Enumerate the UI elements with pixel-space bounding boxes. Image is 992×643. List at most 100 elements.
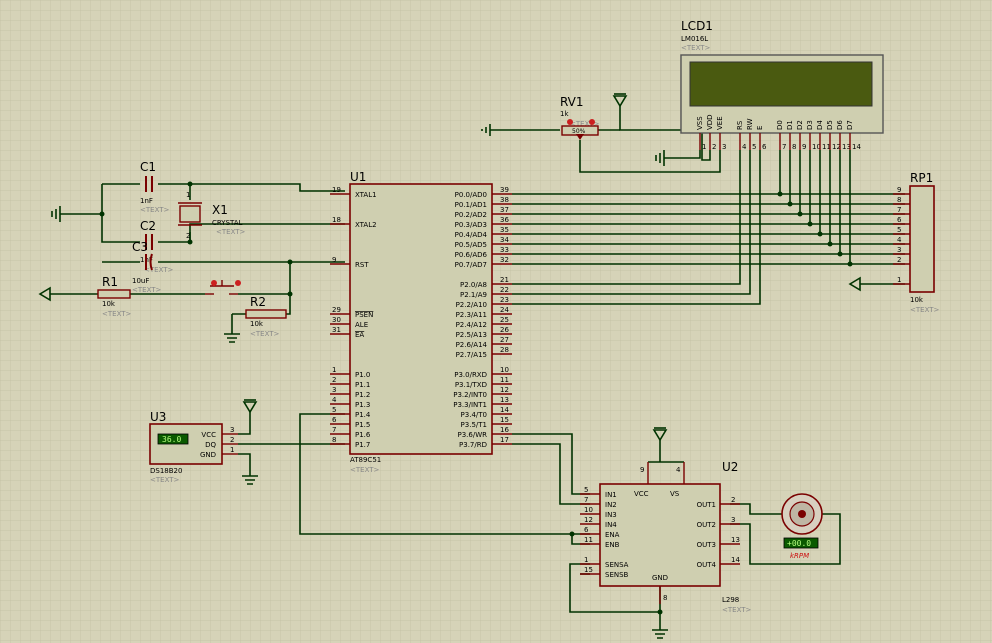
u1-pin-number: 25 (500, 316, 509, 324)
c2-ref: C2 (140, 219, 156, 233)
u1-pin-name: P3.5/T1 (461, 421, 487, 429)
x1-component[interactable]: 1 2 X1 CRYSTAL <TEXT> (178, 191, 246, 240)
u3-pin-name: GND (200, 451, 216, 459)
u2-pin-number: 4 (676, 466, 681, 474)
r1-component[interactable]: R1 10k <TEXT> (97, 275, 132, 318)
u1-pin-number: 19 (332, 186, 341, 194)
c1-text-placeholder: <TEXT> (140, 206, 170, 214)
lcd1-pin-name: D7 (846, 120, 854, 130)
rv1-ref: RV1 (560, 95, 584, 109)
lcd1-pin-name: D6 (836, 120, 844, 130)
rv1-decrement-button[interactable] (567, 119, 573, 125)
x1-ref: X1 (212, 203, 228, 217)
x1-pin-label: 2 (186, 232, 190, 240)
lcd1-pin-name: D2 (796, 120, 804, 130)
u1-pin-number: 26 (500, 326, 509, 334)
u1-body (349, 183, 493, 455)
r2-value: 10k (250, 320, 264, 328)
u1-pin-number: 37 (500, 206, 509, 214)
rp1-body (909, 185, 935, 293)
u2-pin-name: OUT1 (697, 501, 716, 509)
u1-pin-number: 36 (500, 216, 509, 224)
rv1-increment-button[interactable] (589, 119, 595, 125)
lcd1-pin-name: RW (746, 118, 754, 130)
c1-component[interactable]: C1 1nF <TEXT> (140, 160, 170, 214)
u1-pin-name: EA (355, 331, 364, 339)
reset-pushbutton[interactable] (205, 280, 241, 295)
r2-text-placeholder: <TEXT> (250, 330, 280, 338)
r2-component[interactable]: R2 10k <TEXT> (245, 295, 287, 338)
u1-pin-name: P2.6/A14 (456, 341, 488, 349)
motor-readout: +00.0 (787, 539, 811, 548)
c3-text-placeholder: <TEXT> (132, 286, 162, 294)
u1-pin-number: 29 (332, 306, 341, 314)
u1-pin-name: P2.1/A9 (460, 291, 487, 299)
u2-pin-name: OUT2 (697, 521, 716, 529)
lcd1-pin-name: D5 (826, 120, 834, 130)
u2-pin-name: IN2 (605, 501, 617, 509)
lcd1-pin-name: D3 (806, 120, 814, 130)
lcd1-component[interactable]: LCD1 LM016L <TEXT> 1VSS2VDD3VEE4RS5RW6E7… (680, 19, 884, 151)
lcd1-part: LM016L (681, 35, 708, 43)
lcd1-pin-number: 5 (752, 143, 756, 151)
lcd1-pin-name: RS (736, 120, 744, 130)
c2-text-placeholder: <TEXT> (144, 266, 174, 274)
u2-pin-name: ENA (605, 531, 620, 539)
u3-text-placeholder: <TEXT> (150, 476, 180, 484)
u1-pin-number: 4 (332, 396, 337, 404)
x1-body (179, 205, 201, 223)
r1-body (97, 289, 131, 299)
lcd1-screen (689, 61, 873, 107)
u2-pin-name: IN3 (605, 511, 617, 519)
u2-pin-number: 3 (731, 516, 735, 524)
u1-pin-name: P1.2 (355, 391, 370, 399)
u2-pin-number: 6 (584, 526, 589, 534)
dc-motor-component[interactable]: +00.0 kRPM (781, 493, 823, 560)
x1-text-placeholder: <TEXT> (216, 228, 246, 236)
lcd1-pin-group: 1VSS2VDD3VEE4RS5RW6E7D08D19D210D311D412D… (696, 114, 861, 151)
rp1-pin-number: 7 (897, 206, 901, 214)
u1-pin-number: 13 (500, 396, 509, 404)
u1-left-pin-group: 19XTAL118XTAL29RST29PSEN30ALE31EA1P1.02P… (330, 186, 377, 449)
u1-pin-number: 1 (332, 366, 336, 374)
u1-pin-name: RST (355, 261, 369, 269)
u1-pin-name: P1.3 (355, 401, 370, 409)
u1-part: AT89C51 (350, 456, 381, 464)
u1-pin-number: 28 (500, 346, 509, 354)
u1-pin-name: P0.7/AD7 (455, 261, 487, 269)
motor-readout-display (783, 537, 819, 549)
u2-pin-number: 8 (663, 594, 667, 602)
u1-pin-number: 38 (500, 196, 509, 204)
u1-component[interactable]: U1 19XTAL118XTAL29RST29PSEN30ALE31EA1P1.… (330, 170, 512, 474)
u1-pin-name: P1.5 (355, 421, 370, 429)
u2-component[interactable]: U2 9VCC4VS5IN17IN210IN312IN46ENA11ENB1SE… (580, 460, 752, 614)
u2-pin-number: 5 (584, 486, 588, 494)
rv1-component[interactable]: RV1 1k <TEXT> 50% (560, 95, 600, 140)
rp1-pin-number: 1 (897, 276, 901, 284)
u1-pin-number: 10 (500, 366, 509, 374)
u1-pin-number: 18 (332, 216, 341, 224)
u1-pin-name: P2.3/A11 (456, 311, 487, 319)
u1-pin-name: P0.4/AD4 (455, 231, 488, 239)
u2-part: L298 (722, 596, 739, 604)
u1-pin-name: P1.4 (355, 411, 371, 419)
u1-pin-name: P0.6/AD6 (455, 251, 488, 259)
u2-pin-name: VS (670, 490, 680, 498)
rp1-pin-number: 5 (897, 226, 901, 234)
u1-pin-name: P0.5/AD5 (455, 241, 487, 249)
x1-pin-label: 1 (186, 191, 190, 199)
u2-pin-number: 9 (640, 466, 644, 474)
u2-pin-name: ENB (605, 541, 620, 549)
u1-pin-name: PSEN (355, 311, 373, 319)
wires (50, 106, 905, 630)
u2-pin-name: SENSA (605, 561, 629, 569)
c3-component[interactable]: C3 10uF <TEXT> (132, 240, 162, 294)
u1-pin-name: P3.2/INT0 (453, 391, 487, 399)
reset-indicator (235, 280, 241, 286)
lcd1-ref: LCD1 (681, 19, 713, 33)
u1-pin-number: 30 (332, 316, 341, 324)
u1-pin-number: 11 (500, 376, 509, 384)
